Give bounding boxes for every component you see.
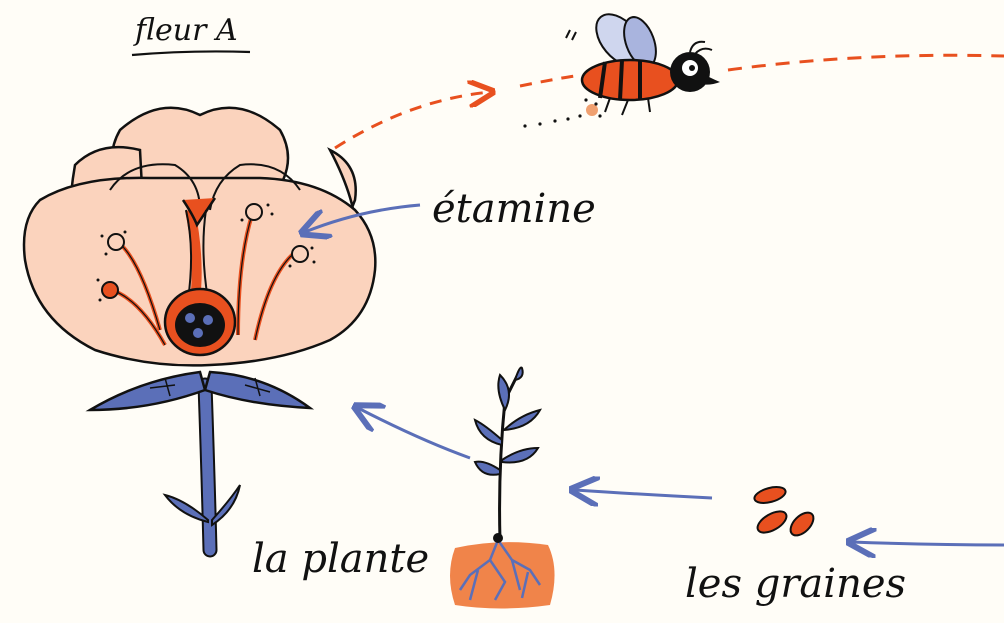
bee-icon — [523, 5, 720, 127]
pollen-path-arrow-1 — [335, 92, 490, 148]
flower-icon — [24, 108, 375, 550]
seeds-label: les graines — [685, 561, 906, 607]
plant-label: la plante — [252, 536, 429, 582]
pollen-path-arrow-3 — [728, 55, 1004, 70]
seedling-icon — [450, 368, 555, 609]
flower-title: fleur A — [133, 13, 238, 48]
pollen-path-arrow-2 — [520, 76, 575, 86]
title-underline — [132, 51, 250, 55]
seed-icon — [753, 484, 818, 539]
incoming-to-seeds-arrow — [852, 542, 1004, 545]
seeds-to-plant-arrow — [575, 490, 712, 498]
stamen-label: étamine — [432, 186, 596, 232]
title-group: fleur A — [132, 13, 250, 55]
plant-to-flower-arrow — [358, 408, 470, 458]
